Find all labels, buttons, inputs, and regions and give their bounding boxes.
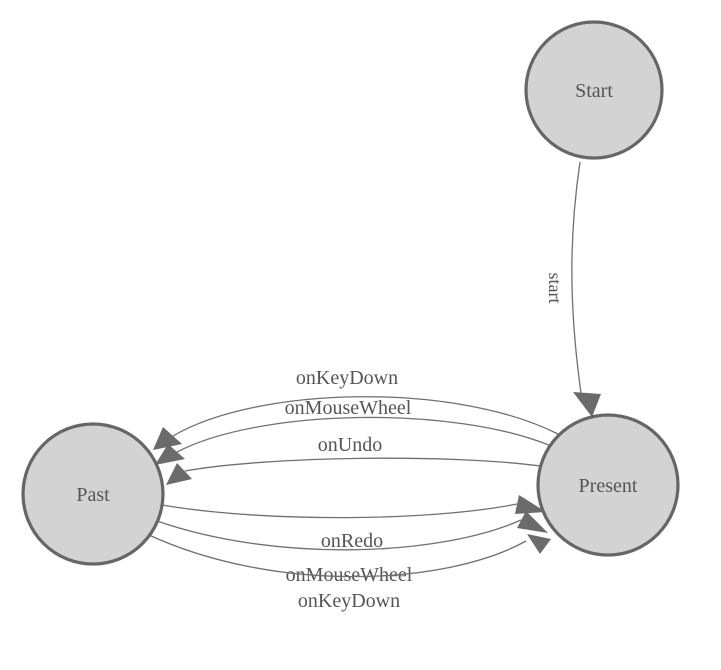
edge-line (156, 519, 522, 551)
edge-start-to-present: start (545, 161, 601, 417)
edge-past-to-present-onkeydown: onKeyDown (148, 534, 551, 612)
edge-past-to-present-onredo: onRedo (161, 495, 546, 552)
edge-label: onMouseWheel (286, 564, 413, 586)
state-circle (524, 20, 664, 160)
edge-label: onRedo (321, 530, 383, 552)
edge-label: onUndo (318, 434, 382, 456)
edge-present-to-past-onundo: onUndo (166, 434, 541, 485)
edge-line (571, 161, 582, 394)
arrowhead-icon (515, 495, 546, 514)
edge-label: onKeyDown (298, 590, 400, 612)
arrowhead-icon (155, 444, 185, 465)
edge-past-to-present-onmousewheel: onMouseWheel (156, 511, 548, 586)
state-circle (21, 422, 165, 566)
node-label: Present (579, 475, 638, 497)
arrowhead-icon (527, 534, 551, 554)
edge-line (172, 396, 559, 437)
edge-line (176, 416, 552, 453)
node-present: Present (536, 413, 680, 557)
edge-line (148, 534, 527, 578)
edge-label-start: start (545, 273, 565, 304)
arrowhead-icon (153, 427, 182, 450)
arrowhead-icon (166, 463, 192, 485)
edge-label: onMouseWheel (285, 397, 412, 419)
node-label: Start (575, 80, 613, 102)
state-circle (536, 413, 680, 557)
edge-line (161, 503, 518, 519)
edge-present-to-past-onmousewheel: onMouseWheel (155, 397, 552, 465)
arrowhead-icon (517, 511, 548, 533)
node-start: Start (524, 20, 664, 160)
node-label: Past (76, 484, 110, 506)
arrowhead-icon (573, 392, 601, 417)
edge-present-to-past-onkeydown: onKeyDown (153, 367, 559, 450)
edge-label: onKeyDown (296, 367, 398, 389)
edge-line (184, 457, 541, 472)
node-past: Past (21, 422, 165, 566)
